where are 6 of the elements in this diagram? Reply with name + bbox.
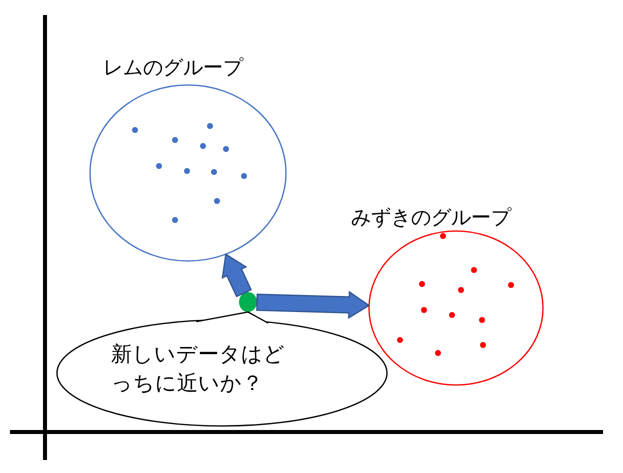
group-heading: レムのグループ [103,54,243,81]
callout-tail [196,311,269,324]
group-heading: みずきのグループ [351,204,511,231]
block-arrow [256,290,370,319]
question-text: 新しいデータはどっちに近いか？ [111,341,286,398]
block-arrow [222,253,252,298]
